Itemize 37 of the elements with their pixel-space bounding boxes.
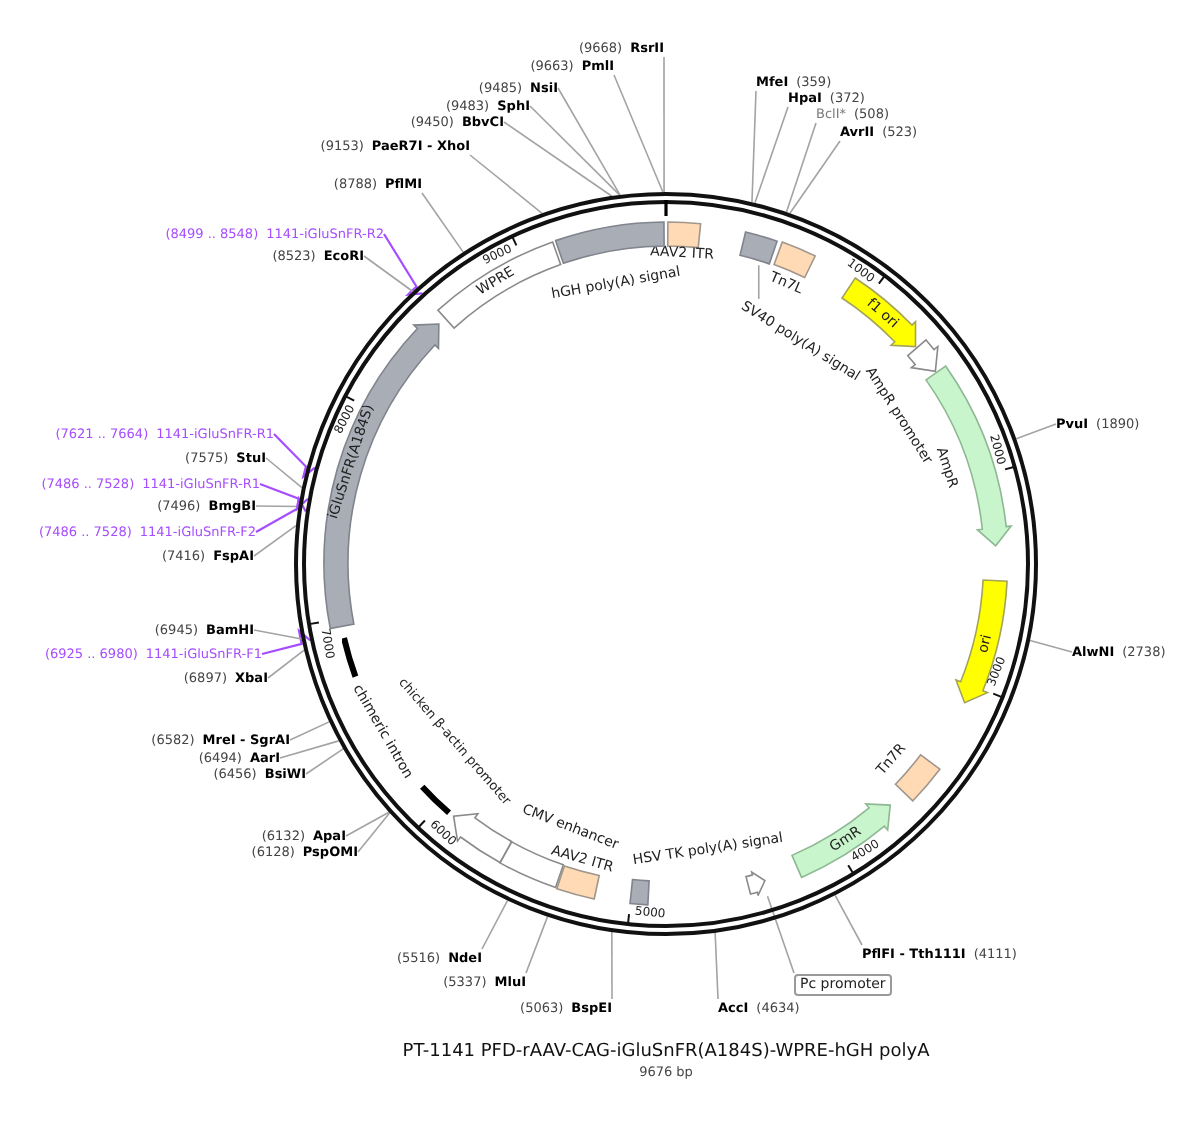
- leader-line: [383, 233, 423, 296]
- leader-line: [525, 915, 549, 974]
- leader-line: [261, 629, 311, 656]
- leader-line: [663, 56, 665, 193]
- leader-line: [255, 505, 300, 508]
- leader-line: [345, 811, 390, 837]
- leader-line: [613, 74, 664, 193]
- leader-line: [834, 894, 863, 946]
- leader-line: [766, 895, 795, 974]
- leader-line: [503, 121, 613, 197]
- leader-line: [267, 649, 305, 679]
- leader-line: [363, 255, 414, 293]
- leader-line: [279, 740, 340, 759]
- leader-line: [253, 524, 297, 557]
- leader-line: [357, 812, 391, 853]
- leader-line: [529, 105, 621, 196]
- leader-line: [273, 433, 316, 478]
- leader-line: [305, 748, 344, 775]
- leader-line: [754, 106, 789, 204]
- leader-line: [259, 482, 309, 510]
- leader-line: [785, 122, 817, 213]
- leader-line: [1015, 423, 1057, 440]
- leader-line: [789, 140, 841, 215]
- leader-line: [253, 629, 303, 640]
- leader-line: [611, 931, 613, 1000]
- leader-line: [421, 192, 464, 253]
- leader-line: [714, 931, 719, 1000]
- leader-line: [469, 154, 543, 215]
- leader-line: [751, 90, 757, 203]
- leader-line: [255, 497, 307, 533]
- leader-line: [481, 899, 509, 950]
- leader-line: [557, 87, 621, 196]
- leader-line: [757, 264, 760, 300]
- leader-line: [265, 457, 303, 489]
- plasmid-title: PT-1141 PFD-rAAV-CAG-iGluSnFR(A184S)-WPRE-hGH polyA: [402, 1042, 930, 1064]
- leader-line: [1029, 639, 1073, 653]
- leader-line: [289, 721, 330, 741]
